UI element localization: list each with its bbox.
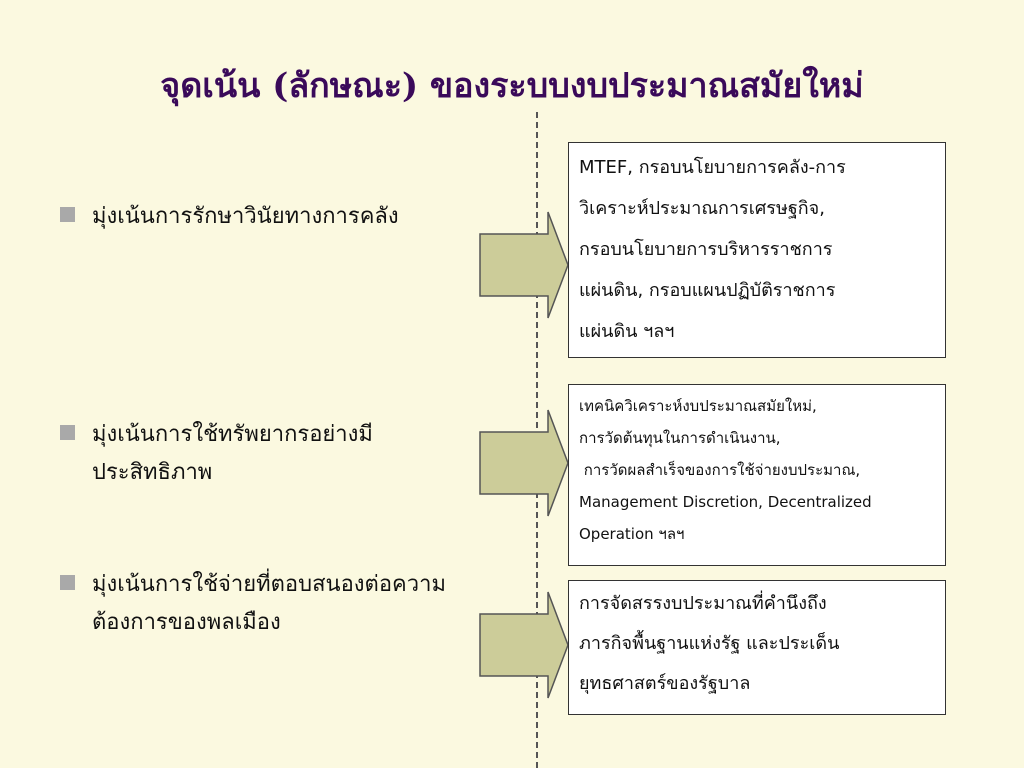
textbox-line: วิเคราะห์ประมาณการเศรษฐกิจ,	[579, 198, 825, 219]
textbox-line: แผ่นดิน, กรอบแผนปฏิบัติราชการ	[579, 280, 836, 301]
textbox-line: เทคนิควิเคราะห์งบประมาณสมัยใหม่,	[579, 397, 817, 415]
bullet-square-icon	[60, 207, 75, 222]
textbox-line: ยุทธศาสตร์ของรัฐบาล	[579, 673, 751, 694]
textbox-budget-techniques: เทคนิควิเคราะห์งบประมาณสมัยใหม่, การวัดต…	[568, 384, 946, 566]
bullet-text-line: มุ่งเน้นการใช้จ่ายที่ตอบสนองต่อความ	[92, 572, 446, 597]
textbox-line: การจัดสรรงบประมาณที่คำนึงถึง	[579, 593, 827, 614]
textbox-line: การวัดต้นทุนในการดำเนินงาน,	[579, 429, 781, 447]
slide-title: จุดเน้น (ลักษณะ) ของระบบงบประมาณสมัยใหม่	[160, 66, 864, 106]
textbox-line: แผ่นดิน ฯลฯ	[579, 321, 675, 342]
textbox-line: ภารกิจพื้นฐานแห่งรัฐ และประเด็น	[579, 633, 840, 654]
bullet-item-fiscal-discipline: มุ่งเน้นการรักษาวินัยทางการคลัง	[60, 198, 510, 236]
right-arrow-icon	[479, 591, 569, 699]
bullet-text-line: ต้องการของพลเมือง	[92, 610, 281, 635]
bullet-text-line: ประสิทธิภาพ	[92, 460, 213, 485]
textbox-line: กรอบนโยบายการบริหารราชการ	[579, 239, 833, 260]
textbox-line: Operation ฯลฯ	[579, 525, 685, 543]
bullet-square-icon	[60, 575, 75, 590]
bullet-item-efficiency: มุ่งเน้นการใช้ทรัพยากรอย่างมี ประสิทธิภา…	[60, 416, 510, 492]
bullet-item-citizen-needs: มุ่งเน้นการใช้จ่ายที่ตอบสนองต่อความ ต้อง…	[60, 566, 510, 642]
right-arrow-icon	[479, 211, 569, 319]
textbox-line: Management Discretion, Decentralized	[579, 493, 872, 511]
bullet-text-line: มุ่งเน้นการรักษาวินัยทางการคลัง	[92, 204, 399, 229]
bullet-text-line: มุ่งเน้นการใช้ทรัพยากรอย่างมี	[92, 422, 373, 447]
right-arrow-icon	[479, 409, 569, 517]
textbox-fiscal-frameworks: MTEF, กรอบนโยบายการคลัง-การ วิเคราะห์ประ…	[568, 142, 946, 358]
textbox-line: MTEF, กรอบนโยบายการคลัง-การ	[579, 157, 846, 178]
bullet-square-icon	[60, 425, 75, 440]
textbox-budget-allocation: การจัดสรรงบประมาณที่คำนึงถึง ภารกิจพื้นฐ…	[568, 580, 946, 715]
textbox-line: การวัดผลสำเร็จของการใช้จ่ายงบประมาณ,	[579, 461, 861, 479]
